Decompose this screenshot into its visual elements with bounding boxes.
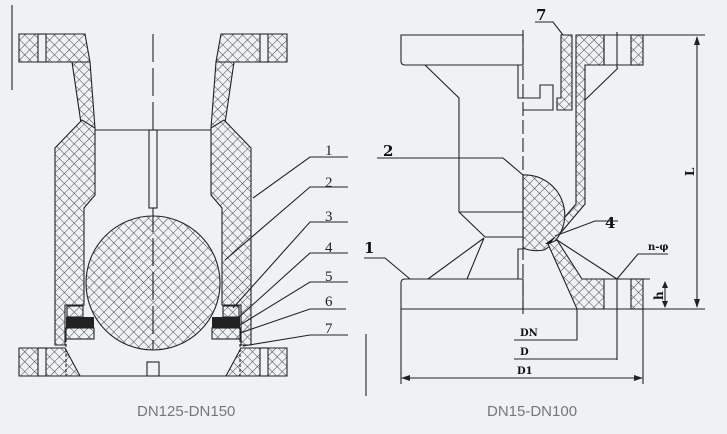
part-label-4: 4	[605, 214, 615, 232]
left-valve-section	[11, 5, 348, 377]
part-label-5: 5	[325, 269, 333, 285]
part-label-3: 3	[325, 209, 333, 225]
dimension-D: D	[520, 347, 529, 358]
right-caption: DN15-DN100	[487, 403, 578, 420]
part-label-4: 4	[325, 240, 333, 256]
dimension-D1: D1	[517, 366, 533, 377]
dimension-n-phi: n-φ	[648, 242, 668, 253]
part-label-2: 2	[325, 175, 333, 191]
part-label-6: 6	[325, 294, 333, 310]
part-label-1: 1	[325, 143, 333, 159]
part-label-1: 1	[364, 239, 374, 257]
dimension-DN: DN	[520, 328, 538, 339]
right-valve-section	[364, 21, 705, 396]
part-label-7: 7	[536, 6, 546, 24]
dimension-L: L	[683, 167, 697, 176]
part-label-2: 2	[383, 142, 393, 160]
left-caption: DN125-DN150	[137, 403, 236, 420]
dimension-h: h	[652, 291, 666, 300]
part-label-7: 7	[325, 321, 333, 337]
